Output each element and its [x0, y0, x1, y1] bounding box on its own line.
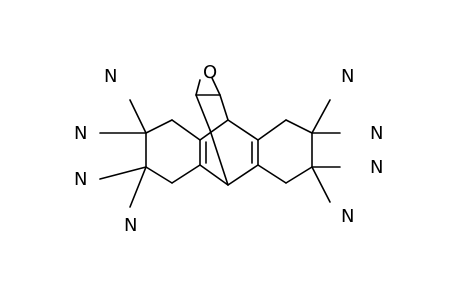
bond — [285, 119, 313, 134]
bond — [145, 166, 173, 184]
nitrogen-atom-label: N — [370, 123, 383, 144]
core-bonds — [195, 77, 259, 186]
nitrogen-atom-label: N — [74, 169, 87, 190]
nitrogen-atom-label: N — [341, 66, 354, 87]
bond — [199, 164, 229, 186]
bond — [129, 166, 147, 208]
bond — [257, 164, 287, 184]
bond — [227, 119, 259, 141]
bond — [257, 119, 287, 141]
bond — [171, 119, 201, 141]
bond — [145, 119, 173, 134]
bond — [99, 166, 147, 180]
bond — [171, 164, 201, 184]
bond — [195, 94, 211, 131]
nitrogen-atom-label: N — [104, 66, 117, 87]
left-nitrile-bonds — [99, 99, 147, 208]
bond — [311, 166, 331, 203]
nitrogen-atom-label: N — [370, 157, 383, 178]
nitrogen-atom-label: N — [341, 206, 354, 227]
bond — [199, 119, 229, 141]
right-nitrile-bonds — [311, 99, 341, 203]
bond — [211, 77, 221, 96]
bond — [311, 99, 331, 134]
right-ring-bonds — [251, 119, 313, 184]
bond — [209, 129, 229, 186]
nitrogen-atom-label: N — [74, 123, 87, 144]
oxygen-atom-label: O — [203, 62, 217, 83]
bond — [195, 79, 201, 96]
bond — [285, 166, 313, 184]
bond — [219, 94, 229, 121]
left-ring-bonds — [145, 119, 207, 184]
bond — [227, 164, 259, 186]
nitrogen-atom-label: N — [124, 215, 137, 236]
bond — [129, 99, 147, 134]
